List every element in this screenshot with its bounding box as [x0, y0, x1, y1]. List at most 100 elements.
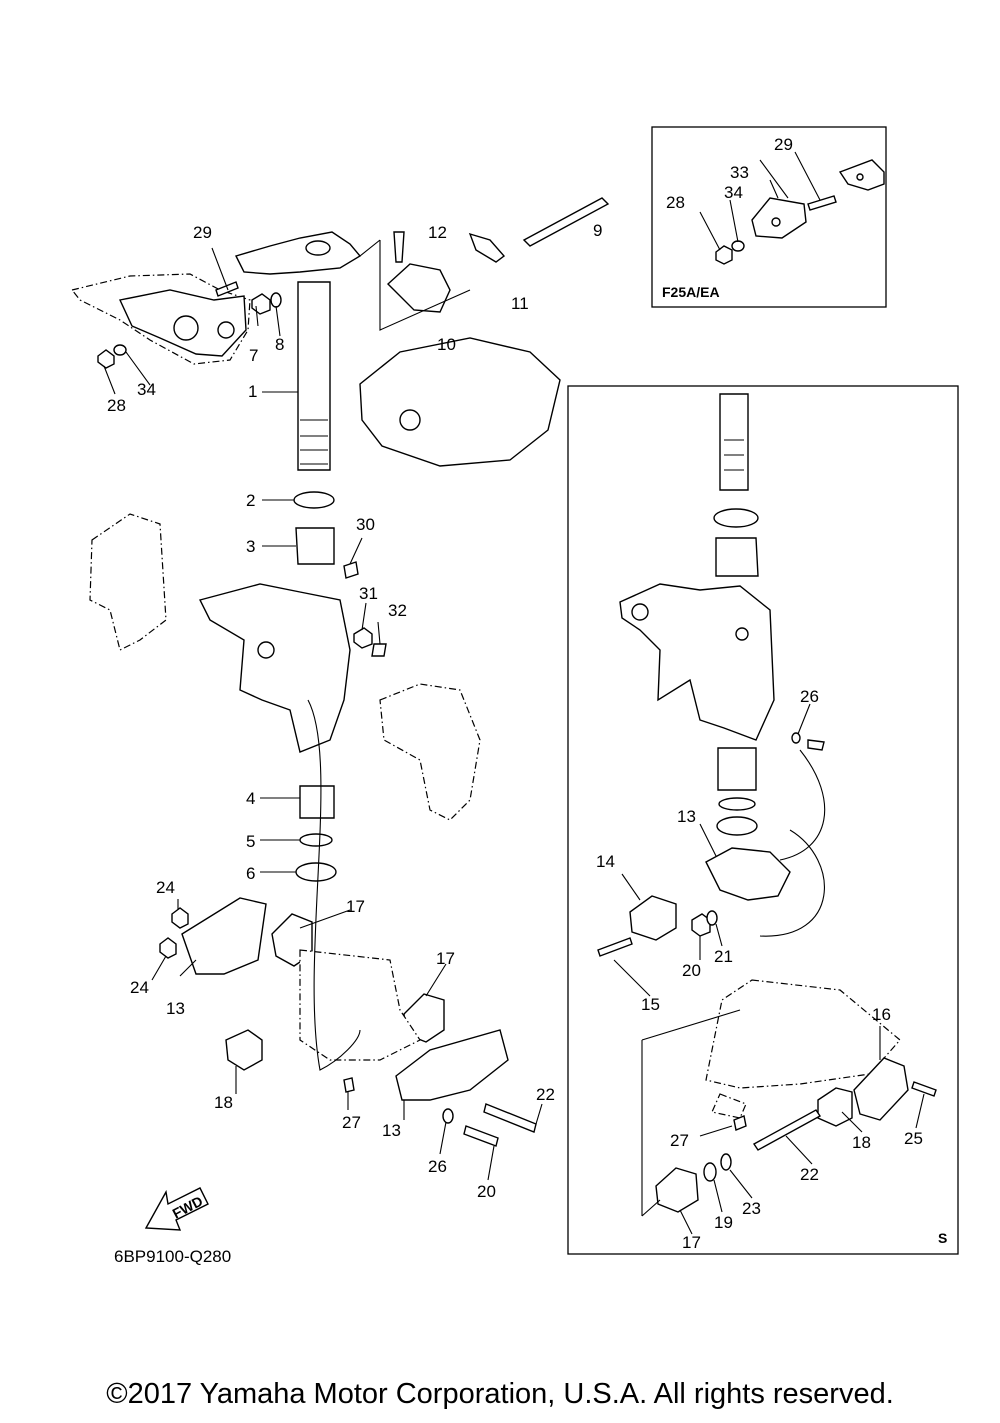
callout: 24: [156, 878, 175, 897]
inset-f25a-ea: [651, 126, 887, 308]
fwd-arrow: FWD: [144, 1187, 209, 1231]
callout: 10: [437, 335, 456, 354]
inset-frame: [651, 126, 887, 308]
callout: 34: [724, 183, 743, 202]
callout: 4: [246, 789, 255, 808]
seal-6: [295, 862, 337, 882]
callout: 18: [852, 1133, 871, 1152]
callout: 19: [714, 1213, 733, 1232]
callout: 12: [428, 223, 447, 242]
inset-swivel-bracket: [619, 583, 775, 741]
callout: 29: [193, 223, 212, 242]
steering-arm: [234, 231, 362, 275]
callout: 33: [730, 163, 749, 182]
mount-18: [225, 1029, 263, 1071]
inset-bolt-27: [733, 1115, 747, 1131]
inset-stud-29: [807, 195, 837, 211]
callout: 27: [342, 1113, 361, 1132]
bushing-3: [295, 527, 335, 565]
inset-mount-17: [655, 1167, 699, 1213]
callout: 7: [249, 346, 258, 365]
inset-s-frame: [567, 385, 959, 1255]
stud-29: [215, 281, 239, 297]
callout: 34: [137, 380, 156, 399]
bracket-10: [386, 263, 451, 313]
bolt-27: [343, 1077, 355, 1093]
callout: 26: [428, 1157, 447, 1176]
callout: 5: [246, 832, 255, 851]
washer-26: [442, 1108, 454, 1124]
callout: 14: [596, 852, 615, 871]
inset-bolt-26: [807, 739, 825, 751]
callout: 31: [359, 584, 378, 603]
bolt-20: [463, 1125, 499, 1147]
callout: 16: [872, 1005, 891, 1024]
inset-clamp-14: [629, 895, 677, 941]
bolt-22: [483, 1103, 537, 1133]
callout: 1: [248, 382, 257, 401]
inset-bolt-15: [597, 937, 633, 957]
inset-corner-label: S: [938, 1230, 947, 1246]
bushing-4: [299, 785, 335, 819]
inset-shaft: [719, 393, 749, 491]
bottom-cowling: [359, 337, 561, 467]
inset-ghost-lower: [705, 979, 901, 1089]
inset-lower-bushing: [717, 747, 757, 791]
callout: 28: [666, 193, 685, 212]
inset-clamp-13: [705, 847, 791, 901]
callout: 3: [246, 537, 255, 556]
seal-2: [293, 491, 335, 509]
callout: 22: [800, 1165, 819, 1184]
inset-washer-23: [720, 1153, 732, 1171]
callout: 15: [641, 995, 660, 1014]
callout: 23: [742, 1199, 761, 1218]
inset-washer-19: [703, 1162, 717, 1182]
washer-8: [270, 292, 282, 308]
callout: 24: [130, 978, 149, 997]
mount-bracket-13: [181, 897, 267, 975]
callout: 25: [904, 1129, 923, 1148]
callout: 28: [107, 396, 126, 415]
inset-washer-34: [731, 240, 745, 252]
inset-bracket-16: [853, 1057, 909, 1121]
nut-7: [251, 293, 271, 315]
inset-bolt-25: [911, 1081, 937, 1097]
bracket-11: [468, 232, 506, 263]
ghost-lower-unit: [299, 949, 421, 1061]
callout: 9: [593, 221, 602, 240]
inset-nut-20: [691, 913, 711, 937]
callout: 8: [275, 335, 284, 354]
inset-washer-21: [706, 910, 718, 926]
callout: 2: [246, 491, 255, 510]
nut-31: [353, 627, 373, 649]
rod-9: [522, 197, 610, 247]
ghost-clamp-left: [89, 513, 167, 651]
inset-bracket-33: [751, 197, 807, 239]
diagram-code: 6BP9100-Q280: [114, 1247, 231, 1266]
inset-bolt-22: [752, 1109, 822, 1151]
model-label: F25A/EA: [662, 284, 720, 300]
inset-ring: [713, 508, 759, 528]
part-30: [343, 561, 359, 579]
bolt-32: [371, 643, 387, 657]
callout: 32: [388, 601, 407, 620]
callout: 29: [774, 135, 793, 154]
inset-bushing: [715, 537, 759, 577]
callout: 30: [356, 515, 375, 534]
callout: 17: [682, 1233, 701, 1252]
bolt-12: [393, 231, 405, 263]
callout: 20: [477, 1182, 496, 1201]
ghost-clamp-right: [379, 683, 481, 821]
callout: 17: [346, 897, 365, 916]
callout: 21: [714, 947, 733, 966]
callout: 13: [677, 807, 696, 826]
callout: 22: [536, 1085, 555, 1104]
callout: 26: [800, 687, 819, 706]
nut-24a: [171, 907, 189, 929]
callout: 27: [670, 1131, 689, 1150]
callout: 13: [382, 1121, 401, 1140]
nut-24b: [159, 937, 177, 959]
nut-28: [97, 349, 115, 369]
callout: 11: [511, 294, 529, 313]
